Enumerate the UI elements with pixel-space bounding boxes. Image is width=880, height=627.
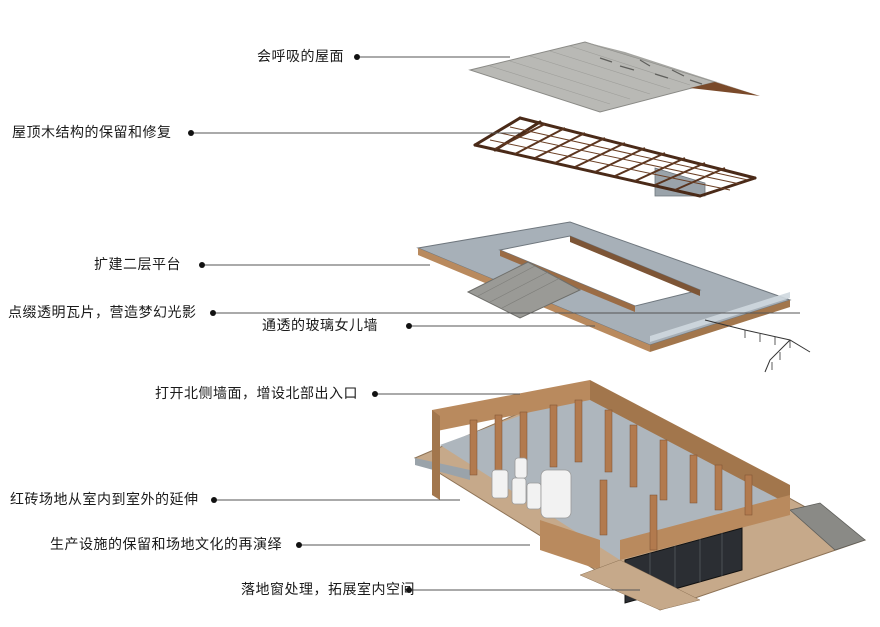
label-glass-parapet: 通透的玻璃女儿墙 — [262, 318, 378, 334]
ground-floor-layer — [413, 380, 867, 611]
label-production-facilities: 生产设施的保留和场地文化的再演绎 — [50, 537, 282, 553]
label-breathing-roof: 会呼吸的屋面 — [257, 49, 344, 65]
label-roof-timber: 屋顶木结构的保留和修复 — [12, 125, 172, 141]
label-second-floor-platform: 扩建二层平台 — [94, 257, 181, 273]
label-floor-windows: 落地窗处理，拓展室内空间 — [241, 582, 415, 598]
label-translucent-tiles: 点缀透明瓦片，营造梦幻光影 — [8, 305, 197, 321]
leader-lines — [194, 56, 800, 591]
label-north-entrance: 打开北侧墙面，增设北部出入口 — [155, 386, 358, 402]
roof-layer — [468, 41, 760, 113]
roof-timber-layer — [473, 116, 757, 198]
platform-layer — [416, 221, 811, 373]
leader-dots — [188, 54, 412, 593]
label-brick-extension: 红砖场地从室内到室外的延伸 — [10, 492, 199, 508]
